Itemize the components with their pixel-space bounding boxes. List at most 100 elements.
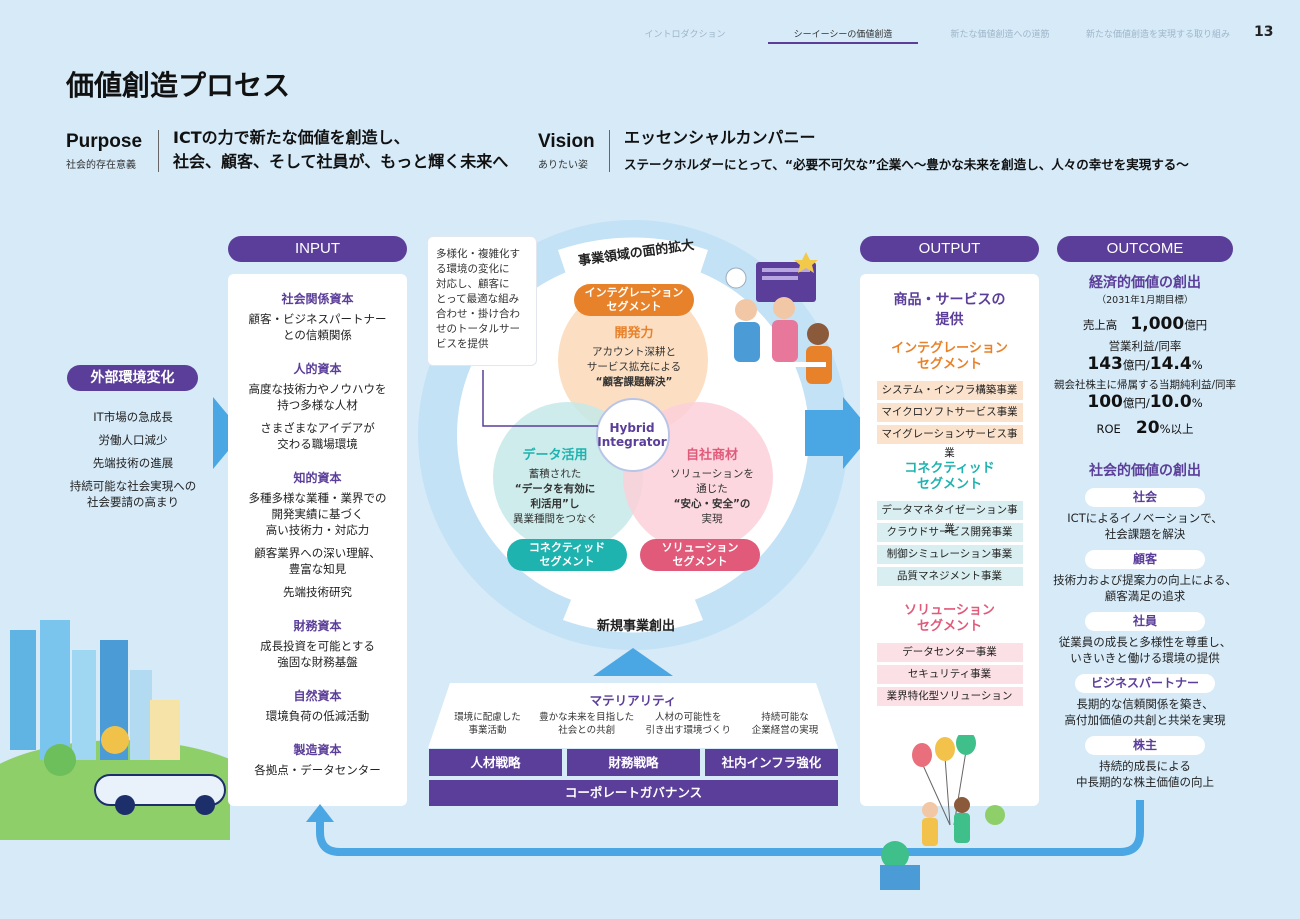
purpose-divider: [158, 130, 159, 172]
business-item: データセンター事業: [876, 643, 1023, 662]
business-item: セキュリティ事業: [876, 665, 1023, 684]
social-value-title: 社会的価値の創出: [1089, 463, 1201, 479]
data-utilization-title: データ活用: [522, 448, 588, 463]
op-target: 143億円/14.4%: [1087, 354, 1203, 374]
nav-tab-value-creation[interactable]: シーイーシーの価値創造: [793, 30, 893, 40]
own-products-block: 自社商材 ソリューションを通じた“安心・安全”の実現: [652, 448, 772, 527]
business-item: 業界特化型ソリューション: [876, 687, 1023, 706]
page-number: 13: [1254, 24, 1274, 40]
stakeholder-text: ICTによるイノベーションで、社会課題を解決: [1067, 511, 1223, 541]
vision-line-2: ステークホルダーにとって、“必要不可欠な”企業へ～豊かな未来を創造し、人々の幸せ…: [624, 157, 1189, 172]
business-item: 制御シミュレーション事業: [876, 545, 1023, 564]
capital-text: 成長投資を可能とする強固な財務基盤: [260, 639, 375, 669]
vision-line-1: エッセンシャルカンパニー: [624, 128, 816, 147]
outcome-panel: 経済的価値の創出 （2031年1月期目標） 売上高 1,000億円 営業利益/同…: [1052, 272, 1238, 790]
capital-title: 人的資本: [293, 362, 342, 376]
purpose-statement: ICTの力で新たな価値を創造し、 社会、顧客、そして社員が、もっと輝く未来へ: [173, 126, 508, 174]
bottom-cycle-label: 新規事業創出: [596, 619, 675, 634]
external-item: 社会要請の高まり: [87, 495, 179, 509]
connected-segment-pill: コネクティッドセグメント: [507, 539, 627, 571]
capital-title: 社会関係資本: [281, 292, 354, 306]
strategy-hr: 人材戦略: [429, 749, 562, 776]
stakeholder-society: 社会: [1085, 488, 1205, 507]
capital-text: 多種多様な業種・業界での開発実績に基づく高い技術力・対応力 顧客業界への深い理解…: [248, 491, 387, 599]
output-segment-solution: ソリューションセグメント: [904, 603, 995, 634]
arrow-up: [593, 648, 673, 676]
nav-tab-path[interactable]: 新たな価値創造への道筋: [950, 30, 1050, 40]
strategy-finance: 財務戦略: [567, 749, 700, 776]
nav-tab-initiatives[interactable]: 新たな価値創造を実現する取り組み: [1085, 30, 1230, 40]
op-label: 営業利益/同率: [1108, 339, 1182, 353]
external-change-list: IT市場の急成長 労働人口減少 先端技術の進展 持続可能な社会実現への 社会要請…: [58, 406, 208, 510]
vision-heading-block: Vision ありたい姿: [538, 131, 595, 171]
capital-title: 自然資本: [293, 689, 342, 703]
materiality-item: 持続可能な企業経営の実現: [751, 712, 819, 736]
vision-statement: エッセンシャルカンパニー ステークホルダーにとって、“必要不可欠な”企業へ～豊か…: [624, 126, 1189, 173]
stakeholder-text: 長期的な信頼関係を築き、高付加価値の共創と共栄を実現: [1064, 697, 1226, 727]
external-change-label: 外部環境変化: [67, 365, 198, 391]
business-item: クラウドサービス開発事業: [876, 523, 1023, 542]
external-item: 持続可能な社会実現への: [69, 479, 197, 493]
capital-text: 高度な技術力やノウハウを持つ多様な人材 さまざまなアイデアが交わる職場環境: [248, 382, 387, 451]
strategy-infra: 社内インフラ強化: [705, 749, 838, 776]
output-card: 商品・サービスの提供 インテグレーションセグメント システム・インフラ構築事業 …: [860, 274, 1039, 806]
purpose-line-1: ICTの力で新たな価値を創造し、: [173, 128, 410, 147]
stakeholder-text: 技術力および提案力の向上による、顧客満足の追求: [1053, 573, 1237, 603]
materiality-item: 豊かな未来を目指した社会との共創: [539, 712, 635, 736]
own-products-title: 自社商材: [685, 448, 738, 463]
business-item: 品質マネジメント事業: [876, 567, 1023, 586]
business-item: マイクロソフトサービス事業: [876, 403, 1023, 422]
capital-title: 知的資本: [293, 471, 342, 485]
materiality-item: 人材の可能性を引き出す環境づくり: [645, 712, 732, 736]
capital-text: 顧客・ビジネスパートナーとの信頼関係: [248, 312, 387, 342]
business-item: マイグレーションサービス事業: [876, 425, 1023, 459]
output-segment-connected: コネクティッドセグメント: [904, 461, 995, 492]
materiality-background: [428, 683, 838, 748]
business-item: データマネタイゼーション事業: [876, 501, 1023, 535]
stakeholder-employee: 社員: [1085, 612, 1205, 631]
center-note: 多様化・複雑化する環境の変化に対応し、顧客にとって最適な組み合わせ・掛け合わせの…: [427, 236, 537, 366]
team-illustration: [725, 252, 832, 384]
city-illustration: [0, 620, 230, 840]
input-card: 社会関係資本 顧客・ビジネスパートナーとの信頼関係 人的資本 高度な技術力やノウ…: [228, 274, 407, 806]
materiality-items: 環境に配慮した事業活動 豊かな未来を目指した社会との共創 人材の可能性を引き出す…: [440, 711, 830, 737]
net-target: 100億円/10.0%: [1087, 392, 1203, 412]
vision-divider: [609, 130, 610, 172]
economic-value-title: 経済的価値の創出: [1089, 275, 1201, 291]
purpose-line-2: 社会、顧客、そして社員が、もっと輝く未来へ: [173, 152, 509, 171]
page-title: 価値創造プロセス: [66, 69, 291, 102]
net-label: 親会社株主に帰属する当期純利益/同率: [1053, 379, 1237, 391]
development-title: 開発力: [614, 326, 654, 341]
capital-text: 各拠点・データセンター: [254, 763, 381, 777]
feedback-loop-arrow: [306, 800, 1144, 856]
capital-title: 製造資本: [293, 743, 342, 757]
active-tab-indicator: [768, 42, 918, 44]
stakeholder-customer: 顧客: [1085, 550, 1205, 569]
input-label: INPUT: [228, 236, 407, 262]
sales-target: 売上高 1,000億円: [1082, 314, 1208, 334]
capital-text: 環境負荷の低減活動: [265, 709, 370, 723]
purpose-heading-block: Purpose 社会的存在意義: [66, 131, 142, 171]
business-item: システム・インフラ構築事業: [876, 381, 1023, 400]
development-block: 開発力 アカウント深耕とサービス拡充による“顧客課題解決”: [573, 326, 695, 390]
integration-segment-pill: インテグレーションセグメント: [574, 284, 694, 316]
nav-tab-intro[interactable]: イントロダクション: [644, 30, 726, 40]
outcome-label: OUTCOME: [1057, 236, 1233, 262]
external-item: IT市場の急成長: [93, 410, 173, 424]
external-item: 先端技術の進展: [92, 456, 174, 470]
stakeholder-text: 従業員の成長と多様性を尊重し、いきいきと働ける環境の提供: [1058, 635, 1232, 665]
corporate-governance: コーポレートガバナンス: [429, 780, 838, 806]
vision-heading: Vision: [538, 131, 595, 152]
arrow-shaft: [805, 410, 845, 456]
output-title: 商品・サービスの提供: [893, 292, 1006, 328]
purpose-subheading: 社会的存在意義: [66, 160, 136, 171]
purpose-heading: Purpose: [66, 131, 143, 152]
roe-target: ROE 20%以上: [1096, 418, 1194, 438]
output-label: OUTPUT: [860, 236, 1039, 262]
stakeholder-text: 持続的成長による中長期的な株主価値の向上: [1076, 759, 1214, 789]
output-segment-integration: インテグレーションセグメント: [891, 341, 1008, 372]
economic-value-sub: （2031年1月期目標）: [1096, 295, 1194, 306]
stakeholder-shareholder: 株主: [1085, 736, 1205, 755]
kids-balloons-illustration: [880, 735, 1005, 890]
